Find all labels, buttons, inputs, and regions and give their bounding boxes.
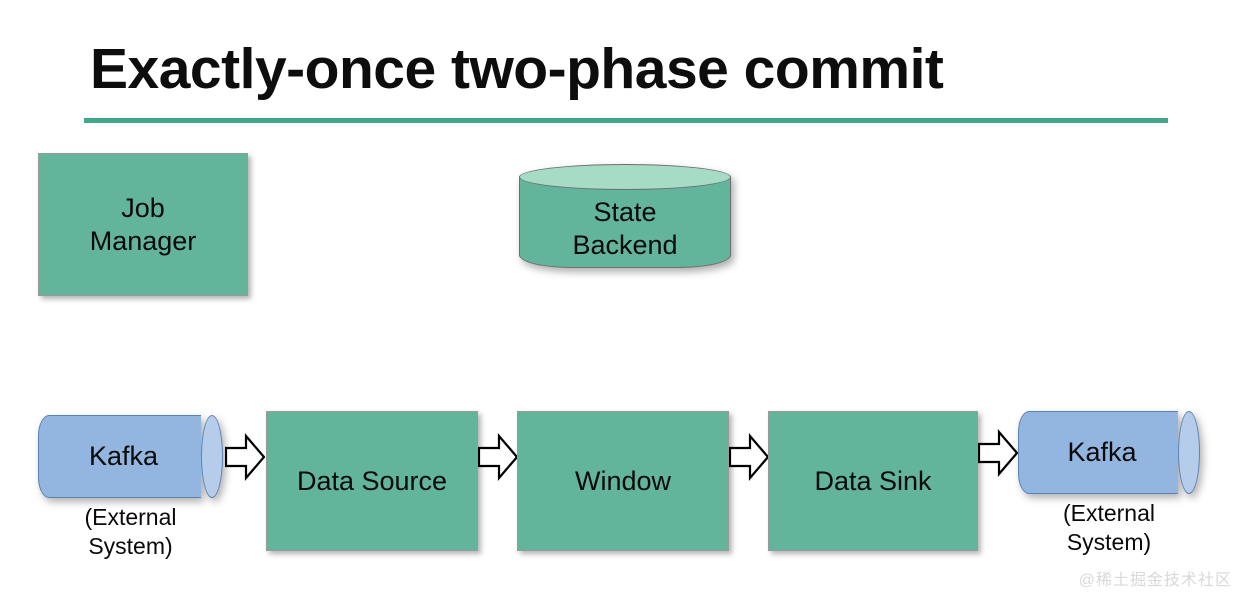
node-kafka-sink[interactable]: Kafka — [1018, 411, 1200, 494]
arrow-kafka-source-to-data-source — [224, 433, 266, 481]
title-underline-rule — [84, 118, 1168, 123]
cylinder-body — [1028, 411, 1178, 494]
node-kafka-sink-caption: (External System) — [1062, 500, 1156, 556]
node-kafka-source-caption: (External System) — [84, 504, 177, 560]
cylinder-body — [48, 415, 201, 498]
node-window-label: Window — [574, 465, 672, 496]
arrow-data-sink-to-kafka-sink — [977, 429, 1019, 477]
arrow-window-to-data-sink — [728, 433, 770, 481]
cylinder-body — [519, 177, 731, 255]
node-data-source-label: Data Source — [296, 465, 448, 496]
cylinder-top-cap — [519, 164, 731, 190]
node-window[interactable]: Window — [517, 411, 729, 551]
cylinder-right-cap — [1178, 411, 1200, 494]
node-job-manager-label: Job Manager — [89, 192, 197, 256]
watermark: @稀土掘金技术社区 — [1078, 572, 1232, 589]
node-state-backend[interactable]: State Backend — [519, 164, 731, 268]
node-data-sink-label: Data Sink — [814, 465, 932, 496]
node-job-manager[interactable]: Job Manager — [38, 153, 248, 296]
cylinder-right-cap — [201, 415, 223, 498]
page-title: Exactly-once two-phase commit — [90, 37, 944, 101]
node-data-source[interactable]: Data Source — [266, 411, 478, 551]
node-data-sink[interactable]: Data Sink — [768, 411, 978, 551]
arrow-data-source-to-window — [477, 433, 519, 481]
node-kafka-source[interactable]: Kafka — [38, 415, 223, 498]
